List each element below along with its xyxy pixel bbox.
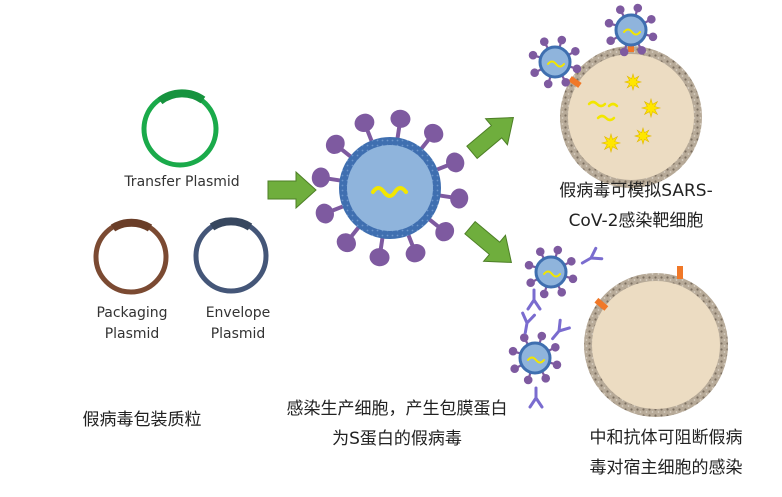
pseudovirus: [311, 109, 469, 267]
spike-head: [446, 152, 465, 173]
ace2-receptor: [677, 266, 683, 279]
envelope-plasmid-label-line2: Plasmid: [210, 326, 266, 342]
infection-caption-line1: 假病毒可模拟SARS-: [559, 181, 713, 201]
transfer-plasmid: [141, 89, 219, 168]
antibody: [521, 311, 536, 335]
target-cell-infected: [560, 40, 702, 188]
production-caption-line2: 为S蛋白的假病毒: [332, 429, 462, 449]
transfer-plasmid-label: Transfer Plasmid: [124, 174, 240, 190]
replication-burst: [640, 97, 662, 119]
antibody: [526, 288, 542, 311]
envelope-plasmid-label-line1: Envelope: [205, 305, 271, 321]
replication-bursts: [600, 72, 662, 154]
envelope-plasmid: [193, 217, 269, 294]
spike-head: [424, 123, 444, 143]
packaging-plasmid-label: Packaging Plasmid: [82, 303, 182, 345]
production-caption: 感染生产细胞，产生包膜蛋白 为S蛋白的假病毒: [262, 394, 532, 454]
envelope-plasmid-label: Envelope Plasmid: [188, 303, 288, 345]
antibody: [551, 318, 571, 341]
infection-caption-line2: CoV-2感染靶细胞: [568, 211, 704, 231]
neutralization-caption-line1: 中和抗体可阻断假病: [589, 428, 743, 448]
spike-head: [390, 109, 411, 128]
neutralized-virus: [508, 331, 562, 385]
neutralizing-antibodies: [521, 246, 604, 409]
replication-burst: [600, 132, 622, 154]
spike-head: [435, 222, 455, 242]
plasmid-group-caption: 假病毒包装质粒: [82, 410, 202, 430]
packaging-plasmid-label-line2: Plasmid: [104, 326, 160, 342]
ace2-receptor: [594, 297, 609, 311]
replication-burst: [633, 126, 653, 146]
spike-head: [450, 188, 469, 209]
released-rna: [587, 100, 619, 122]
production-caption-line1: 感染生产细胞，产生包膜蛋白: [286, 399, 508, 419]
spike-head: [336, 233, 356, 253]
spike-head: [311, 167, 330, 188]
ace2-receptor: [568, 76, 582, 88]
spike-head: [405, 244, 426, 263]
spike-head: [369, 248, 390, 267]
packaging-plasmid-label-line1: Packaging: [96, 305, 168, 321]
host-cell-protected: [584, 266, 728, 417]
infection-caption: 假病毒可模拟SARS- CoV-2感染靶细胞: [546, 176, 726, 236]
antibody: [528, 386, 544, 409]
spike-head: [315, 203, 334, 224]
spike-head: [354, 113, 375, 132]
neutralization-caption: 中和抗体可阻断假病 毒对宿主细胞的感染: [566, 423, 766, 483]
spike-head: [325, 134, 345, 154]
arrow-to-neutralization: [464, 220, 513, 263]
viral-rna: [371, 186, 408, 198]
arrow-to-virus: [267, 170, 317, 210]
antibody: [580, 246, 604, 265]
arrow-to-infection: [466, 117, 515, 160]
replication-burst: [623, 72, 643, 92]
neutralization-caption-line2: 毒对宿主细胞的感染: [589, 458, 743, 478]
packaging-plasmid: [93, 218, 169, 295]
